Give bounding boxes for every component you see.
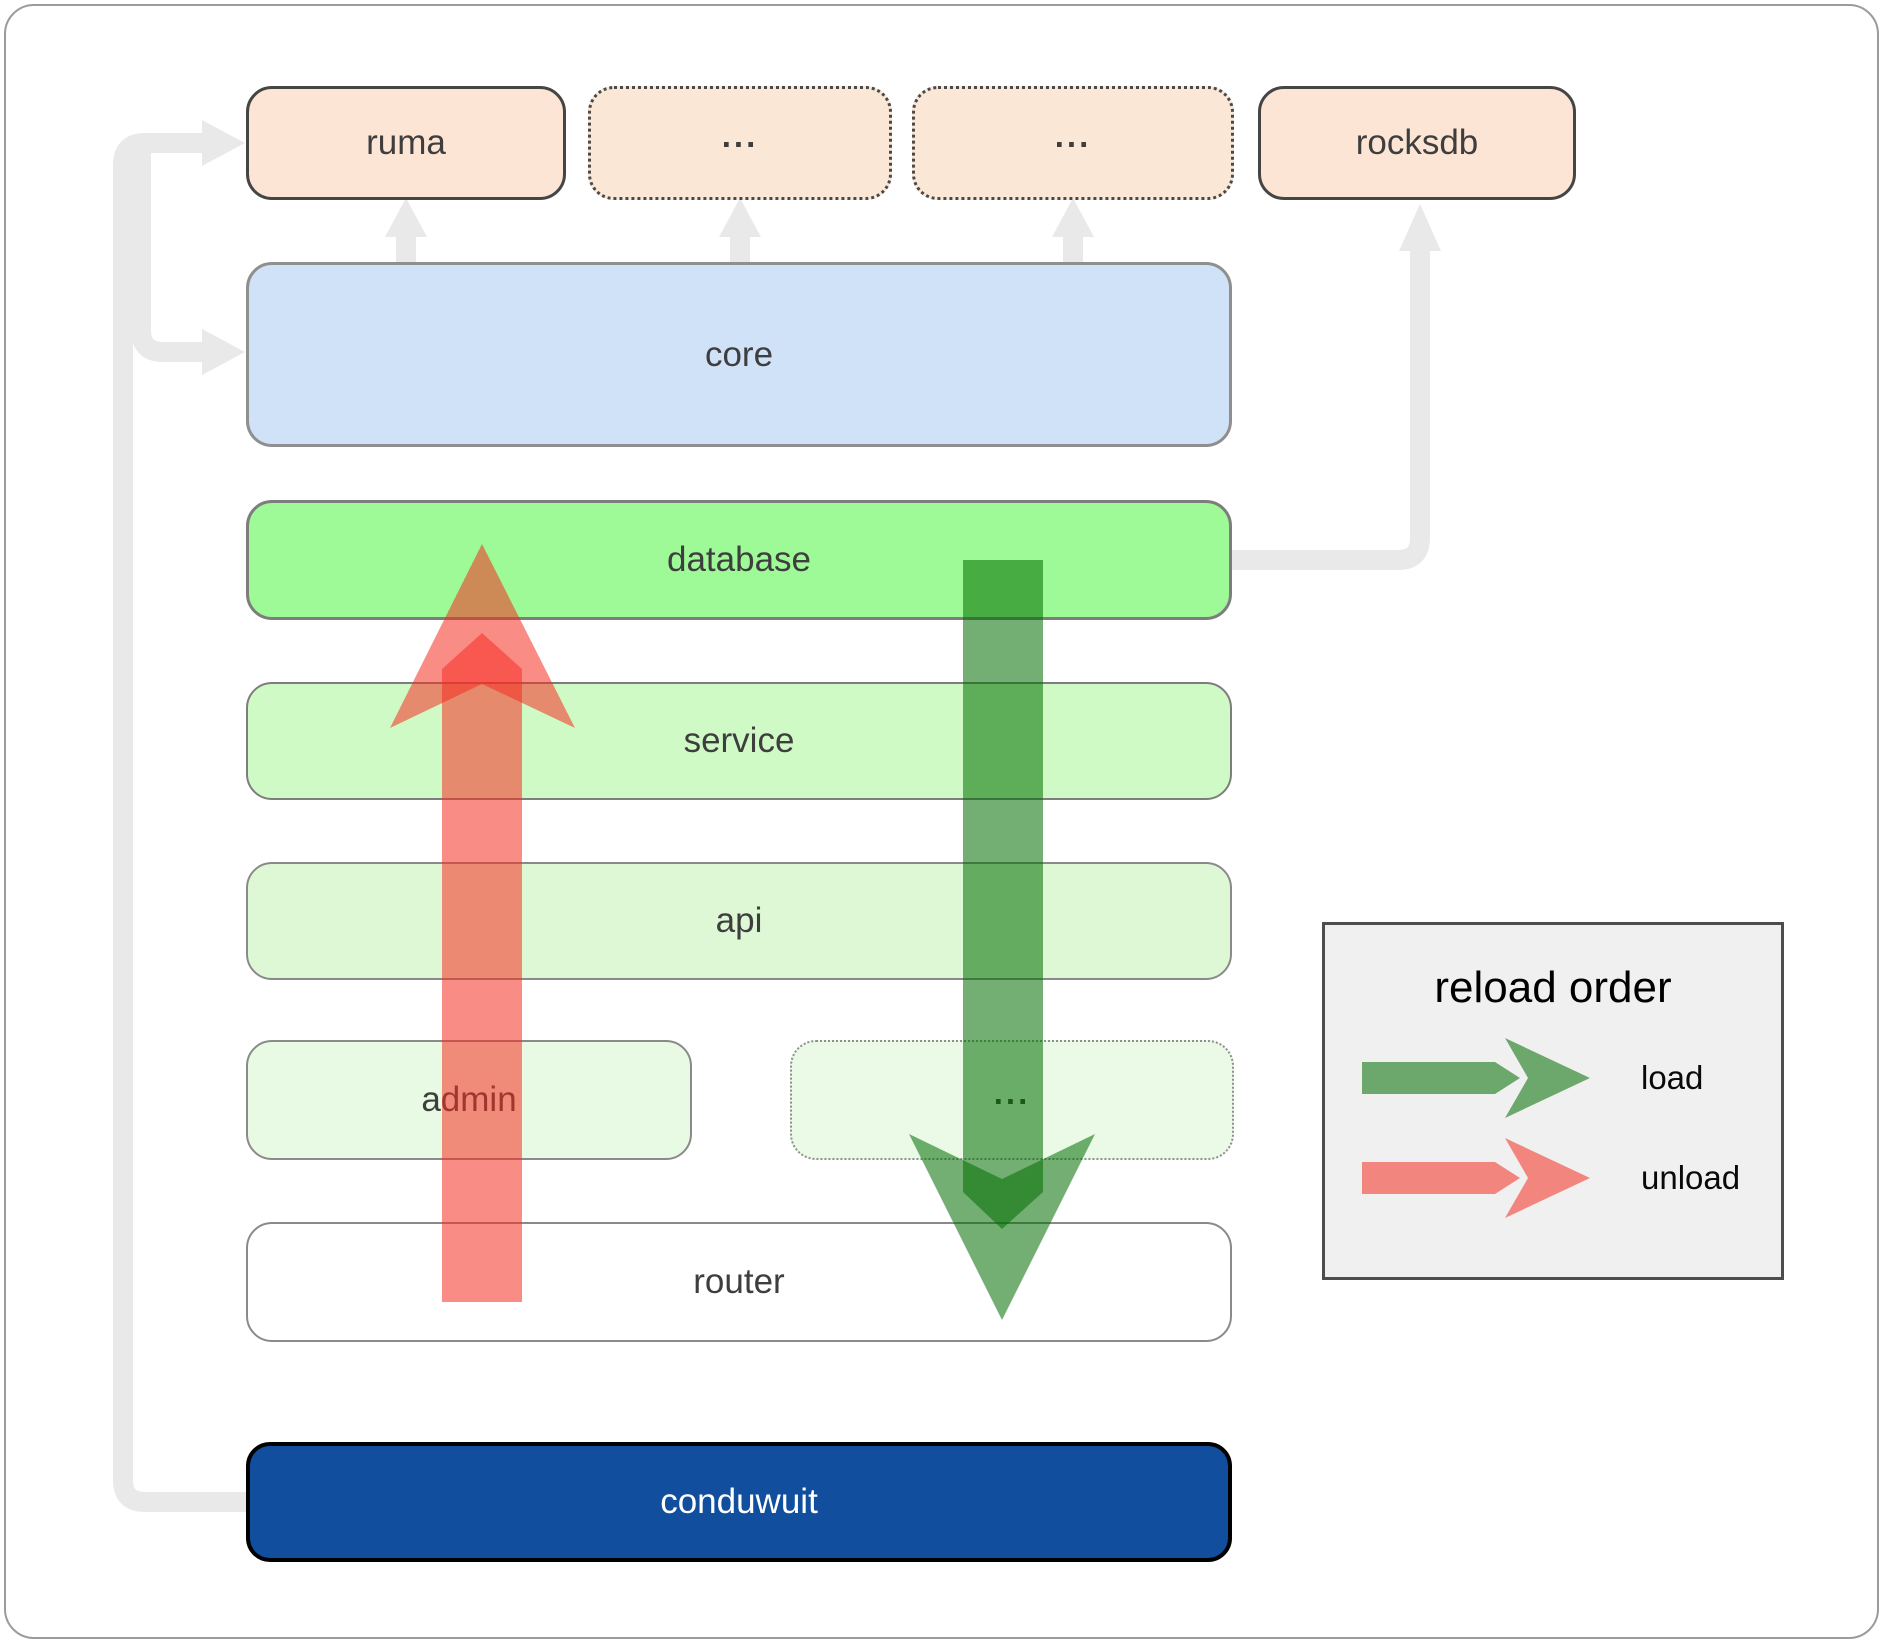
node-router: router	[246, 1222, 1232, 1342]
node-ellipsis-top-2-label: ...	[1054, 117, 1092, 154]
node-conduwuit-label: conduwuit	[660, 1482, 818, 1521]
node-core: core	[246, 262, 1232, 447]
node-api-label: api	[715, 901, 763, 940]
node-ellipsis-top-2: ...	[912, 86, 1234, 200]
outer-frame	[4, 4, 1879, 1639]
node-ruma-label: ruma	[366, 123, 446, 162]
node-ellipsis-top-1-label: ...	[721, 117, 759, 154]
node-ellipsis-top-1: ...	[588, 86, 892, 200]
node-ruma: ruma	[246, 86, 566, 200]
node-api: api	[246, 862, 1232, 980]
node-conduwuit: conduwuit	[246, 1442, 1232, 1562]
node-service: service	[246, 682, 1232, 800]
node-core-label: core	[704, 334, 774, 374]
node-admin: admin	[246, 1040, 692, 1160]
node-rocksdb-label: rocksdb	[1355, 123, 1479, 162]
node-router-label: router	[693, 1262, 785, 1301]
legend-box: reload order	[1322, 922, 1784, 1280]
legend-title: reload order	[1434, 963, 1672, 1012]
node-admin-label: admin	[421, 1080, 517, 1119]
node-ellipsis-bottom: ...	[790, 1040, 1234, 1160]
node-database: database	[246, 500, 1232, 620]
legend-load-label: load	[1641, 1059, 1704, 1096]
node-ellipsis-bottom-label: ...	[993, 1074, 1031, 1111]
node-rocksdb: rocksdb	[1258, 86, 1576, 200]
legend-unload-label: unload	[1641, 1159, 1741, 1196]
node-database-label: database	[666, 540, 812, 579]
node-service-label: service	[683, 721, 795, 760]
